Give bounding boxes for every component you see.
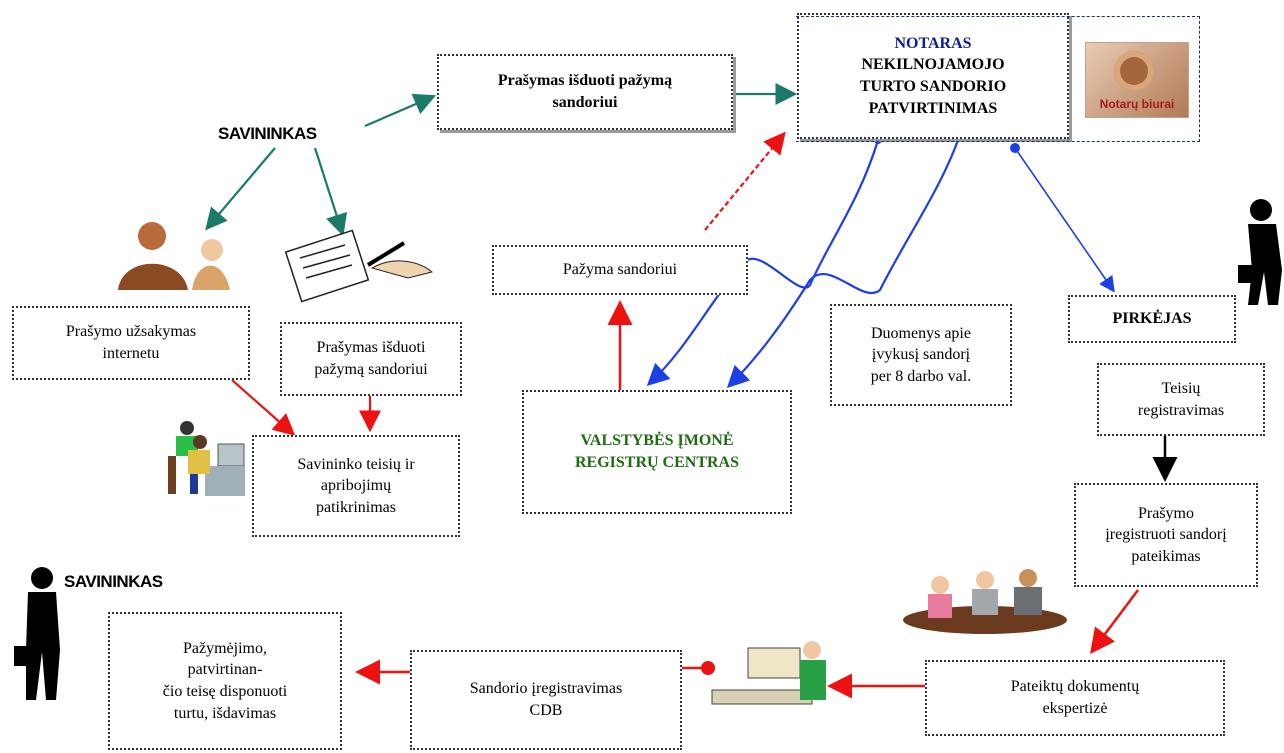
businessmen-clipart [118,222,230,290]
buyer-silhouette [1238,199,1282,305]
request-register-box: Prašymo įregistruoti sandorį pateikimas [1074,483,1258,587]
certificate-text: Pažyma sandoriui [562,261,678,279]
arrow-owner-to-online [205,147,276,231]
buyer-text: PIRKĖJAS [1112,310,1192,328]
request-certificate-mid-box: Prašymas išduoti pažymą sandoriui [280,322,462,396]
transaction-data-box: Duomenys apie įvykusį sandorį per 8 darb… [830,304,1012,406]
notary-badge: Notarų biurai [1085,42,1189,118]
signing-document-clipart [284,229,434,303]
arrow-owner-to-document [313,147,348,237]
order-online-text: Prašymo užsakymas internetu [65,323,197,362]
computer-users-clipart [168,421,245,496]
arrow-notary-to-registry-2 [726,139,960,389]
transaction-data-text: Duomenys apie įvykusį sandorį per 8 darb… [870,324,972,385]
certificate-issue-box: Pažymėjimo, patvirtinan- čio teisę dispo… [108,612,342,750]
arrow-owner-to-request [364,93,437,128]
clerk-computer-clipart [711,641,826,705]
certificate-box: Pažyma sandoriui [492,245,748,295]
owner-label-top: SAVININKAS [218,124,317,143]
registration-cdb-box: Sandorio įregistravimas CDB [410,650,682,750]
owner-silhouette-bottom [14,567,60,700]
owner-label-bottom: SAVININKAS [64,572,163,591]
request-certificate-top-text: Prašymas išduoti pažymą sandoriui [497,72,673,111]
rights-registration-text: Teisių registravimas [1137,379,1225,419]
owner-rights-check-box: Savininko teisių ir apribojimų patikrini… [252,435,460,537]
registration-cdb-text: Sandorio įregistravimas CDB [469,680,623,719]
notary-box: NOTARAS NEKILNOJAMOJO TURTO SANDORIO PAT… [797,13,1069,139]
request-certificate-top-box: Prašymas išduoti pažymą sandoriui [437,54,733,130]
owner-rights-check-text: Savininko teisių ir apribojimų patikrini… [297,455,415,516]
connector-dot-notary-2 [1010,143,1020,153]
meeting-clipart [903,569,1067,634]
document-expertise-box: Pateiktų dokumentų ekspertizė [925,660,1225,736]
certificate-issue-text: Pažymėjimo, patvirtinan- čio teisę dispo… [162,639,288,722]
arrow-register-to-expertise [1090,589,1139,654]
notary-body: NEKILNOJAMOJO TURTO SANDORIO PATVIRTINIM… [859,56,1007,117]
notary-title: NOTARAS [894,34,972,52]
registry-center-box: VALSTYBĖS ĮMONĖ REGISTRŲ CENTRAS [522,390,792,514]
connector-dot-cdb [701,661,715,675]
document-expertise-text: Pateiktų dokumentų ekspertizė [1010,678,1140,717]
order-online-box: Prašymo užsakymas internetu [12,306,250,380]
arrow-online-to-check [231,379,296,436]
arrow-notary-to-registry-1 [646,139,880,387]
registry-center-text: VALSTYBĖS ĮMONĖ REGISTRŲ CENTRAS [574,432,740,471]
request-certificate-mid-text: Prašymas išduoti pažymą sandoriui [314,339,428,378]
arrow-notary-to-buyer [1014,147,1115,293]
notary-badge-text: Notarų biurai [1099,97,1175,111]
rights-registration-box: Teisių registravimas [1097,363,1265,436]
buyer-box: PIRKĖJAS [1068,295,1236,343]
arrow-certificate-to-notary [704,131,786,231]
request-register-text: Prašymo įregistruoti sandorį pateikimas [1105,504,1227,565]
seal-icon [1114,51,1154,91]
